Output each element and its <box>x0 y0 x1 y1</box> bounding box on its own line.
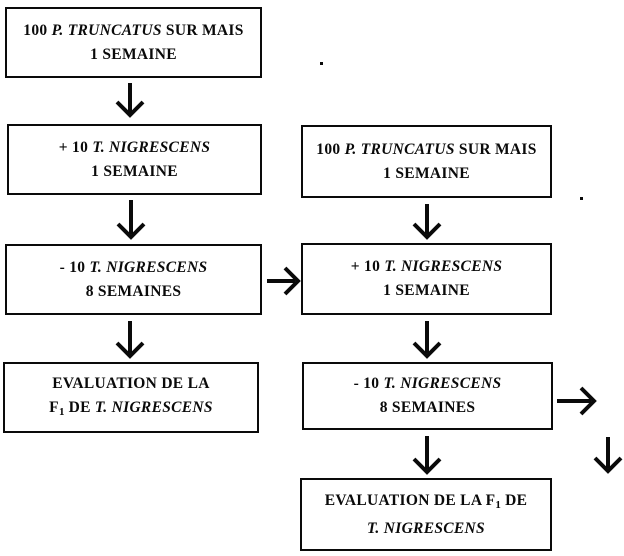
text-segment: SUR MAIS <box>454 140 537 158</box>
text-segment: EVALUATION DE LA F <box>324 491 496 509</box>
text-segment: - 10 <box>59 258 90 276</box>
f1-subscript: 1 <box>58 405 65 418</box>
box-line-2: 1 SEMAINE <box>91 162 178 180</box>
arrow-down-right-3-to-4 <box>412 436 442 475</box>
arrow-right-right3-out <box>557 386 597 416</box>
left-box-3-remove-nigrescens: - 10 T. NIGRESCENS 8 SEMAINES <box>5 244 262 315</box>
right-box-3-remove-nigrescens: - 10 T. NIGRESCENS 8 SEMAINES <box>302 362 553 430</box>
box-line-1: - 10 T. NIGRESCENS <box>354 372 502 396</box>
species-name: T. NIGRESCENS <box>383 375 502 392</box>
arrow-down-left-1-to-2 <box>115 83 145 118</box>
box-line-2: F1 DE T. NIGRESCENS <box>49 396 213 424</box>
left-box-1-p-truncatus-setup: 100 P. TRUNCATUS SUR MAIS 1 SEMAINE <box>5 7 262 78</box>
arrow-right-left3-to-right2 <box>267 266 301 296</box>
box-line-1: - 10 T. NIGRESCENS <box>60 256 208 280</box>
species-name: T. NIGRESCENS <box>92 138 211 156</box>
box-line-2: 1 SEMAINE <box>90 45 177 63</box>
text-segment: + 10 <box>350 258 385 275</box>
scan-speck <box>580 197 583 200</box>
box-line-1: + 10 T. NIGRESCENS <box>59 136 211 160</box>
scan-speck <box>320 62 323 65</box>
text-segment: DE <box>500 491 528 509</box>
box-line-1: EVALUATION DE LA F1 DE <box>325 489 527 517</box>
box-line-1: 100 P. TRUNCATUS SUR MAIS <box>23 19 243 43</box>
right-box-2-add-nigrescens: + 10 T. NIGRESCENS 1 SEMAINE <box>301 243 552 315</box>
species-name: T. NIGRESCENS <box>367 519 485 537</box>
text-segment: SUR MAIS <box>161 21 244 39</box>
f1-subscript: 1 <box>495 498 501 511</box>
text-segment: 100 <box>316 140 345 158</box>
species-name: T. NIGRESCENS <box>89 258 208 276</box>
species-name: T. NIGRESCENS <box>384 258 503 275</box>
right-box-4-evaluation: EVALUATION DE LA F1 DE T. NIGRESCENS <box>300 478 552 551</box>
box-line-2: 1 SEMAINE <box>383 164 470 182</box>
box-line-2: 8 SEMAINES <box>85 282 182 300</box>
box-line-2: 8 SEMAINES <box>379 399 476 416</box>
text-segment: 100 <box>23 21 52 39</box>
box-line-2: 1 SEMAINE <box>383 282 470 299</box>
text-segment: DE <box>64 398 95 416</box>
box-line-1: EVALUATION DE LA <box>52 374 210 392</box>
arrow-down-far-right <box>593 437 623 474</box>
species-name: P. TRUNCATUS <box>344 140 455 158</box>
left-box-4-evaluation: EVALUATION DE LA F1 DE T. NIGRESCENS <box>3 362 259 433</box>
species-name: P. TRUNCATUS <box>51 21 162 39</box>
species-name: T. NIGRESCENS <box>94 398 213 416</box>
arrow-down-left-3-to-4 <box>115 321 145 359</box>
right-box-1-p-truncatus-setup: 100 P. TRUNCATUS SUR MAIS 1 SEMAINE <box>301 125 552 198</box>
box-line-1: 100 P. TRUNCATUS SUR MAIS <box>316 138 536 162</box>
text-segment: - 10 <box>353 375 384 392</box>
arrow-down-left-2-to-3 <box>116 200 146 240</box>
arrow-down-right-1-to-2 <box>412 204 442 240</box>
arrow-down-right-2-to-3 <box>412 321 442 359</box>
left-box-2-add-nigrescens: + 10 T. NIGRESCENS 1 SEMAINE <box>7 124 262 195</box>
box-line-1: + 10 T. NIGRESCENS <box>351 255 503 279</box>
text-segment: + 10 <box>58 138 93 156</box>
f1-label: F <box>49 398 59 416</box>
